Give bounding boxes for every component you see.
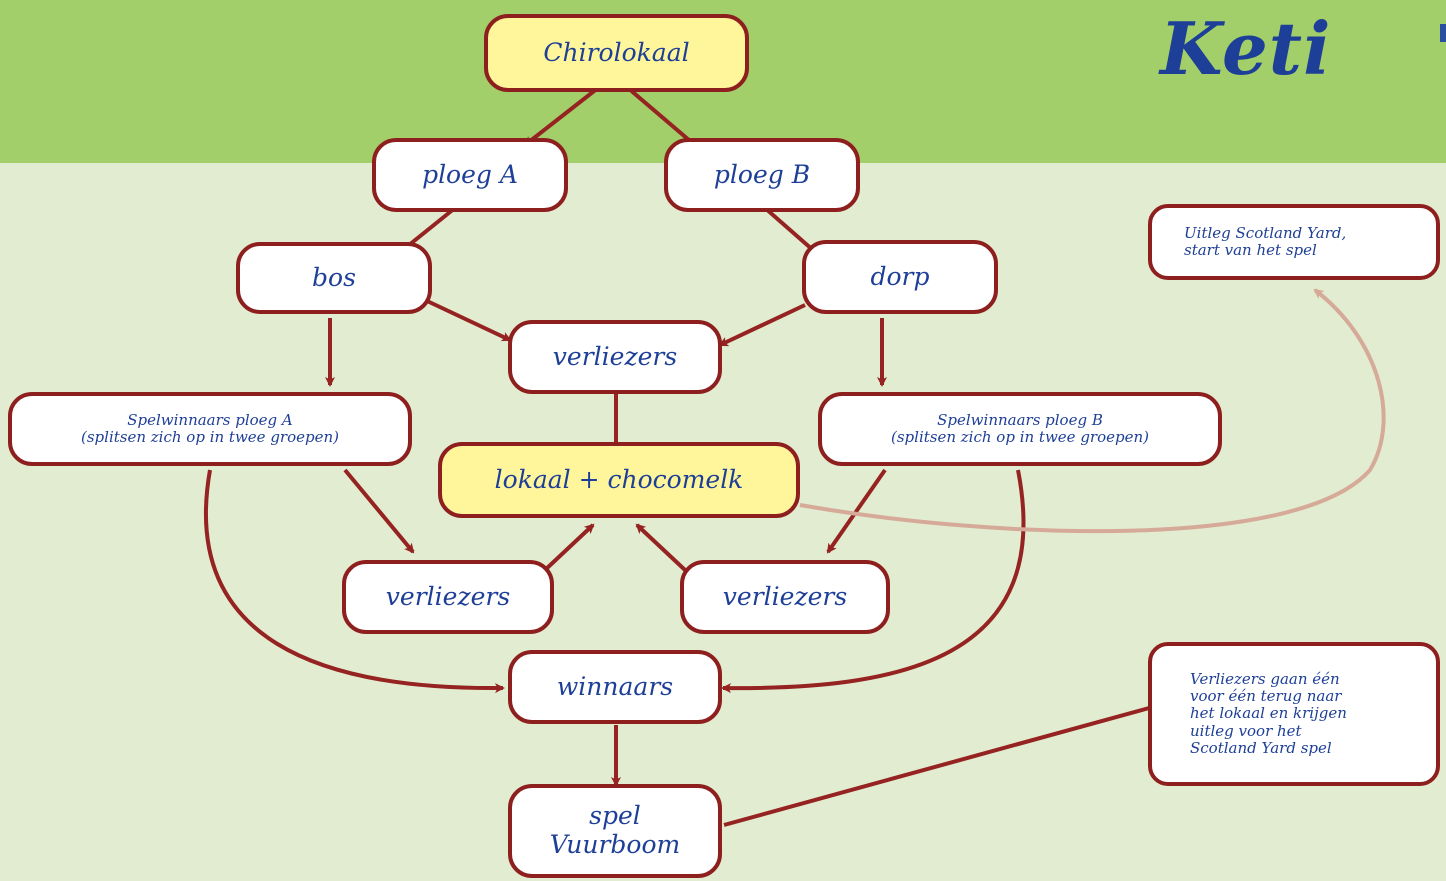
node-ploeg-a: ploeg A xyxy=(372,138,568,212)
arrow-spel-vuurboom-to-verliezers-note xyxy=(723,702,1162,827)
arrow-spelwinnaars-b-to-winnaars xyxy=(721,469,1026,694)
arrow-spelwinnaars-a-to-winnaars xyxy=(203,469,505,694)
node-spelwinnaars-ploeg-b: Spelwinnaars ploeg B (splitsen zich op i… xyxy=(818,392,1222,466)
node-verliezers-top: verliezers xyxy=(508,320,722,394)
note-verliezers-uitleg: Verliezers gaan één voor één terug naar … xyxy=(1148,642,1440,786)
note-uitleg-scotland-yard: Uitleg Scotland Yard, start van het spel xyxy=(1148,204,1440,280)
arrow-verliezers-left-to-lokaal xyxy=(543,523,595,572)
edge-accent-strip xyxy=(1440,24,1446,42)
node-verliezers-right: verliezers xyxy=(680,560,890,634)
node-bos: bos xyxy=(236,242,432,314)
node-winnaars: winnaars xyxy=(508,650,722,724)
node-ploeg-b: ploeg B xyxy=(664,138,860,212)
node-verliezers-left: verliezers xyxy=(342,560,554,634)
node-lokaal-chocomelk: lokaal + chocomelk xyxy=(438,442,800,518)
node-dorp: dorp xyxy=(802,240,998,314)
node-spelwinnaars-ploeg-a: Spelwinnaars ploeg A (splitsen zich op i… xyxy=(8,392,412,466)
arrow-lokaal-to-uitleg-note xyxy=(799,288,1386,534)
arrow-dorp-to-verliezers xyxy=(718,303,806,347)
arrow-bos-to-verliezers xyxy=(424,298,512,342)
arrow-chirolokaal-to-ploeg-a xyxy=(523,86,600,147)
arrow-spelwinnaars-a-to-verliezers-left xyxy=(343,468,415,554)
arrow-spelwinnaars-b-to-verliezers-right xyxy=(826,468,887,554)
arrow-verliezers-right-to-lokaal xyxy=(635,523,687,572)
node-spel-vuurboom: spel Vuurboom xyxy=(508,784,722,878)
node-chirolokaal: Chirolokaal xyxy=(484,14,749,92)
page-title: Keti xyxy=(1160,6,1332,91)
